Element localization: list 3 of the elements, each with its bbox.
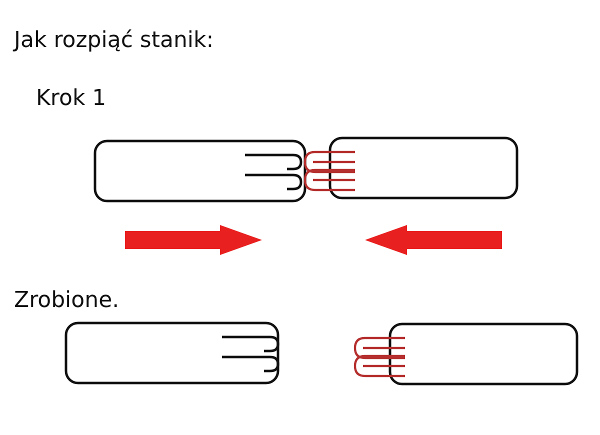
title: Jak rozpiąć stanik:: [14, 28, 214, 53]
step-heading: Krok 1: [36, 86, 106, 111]
step-heading: Zrobione.: [14, 288, 120, 313]
